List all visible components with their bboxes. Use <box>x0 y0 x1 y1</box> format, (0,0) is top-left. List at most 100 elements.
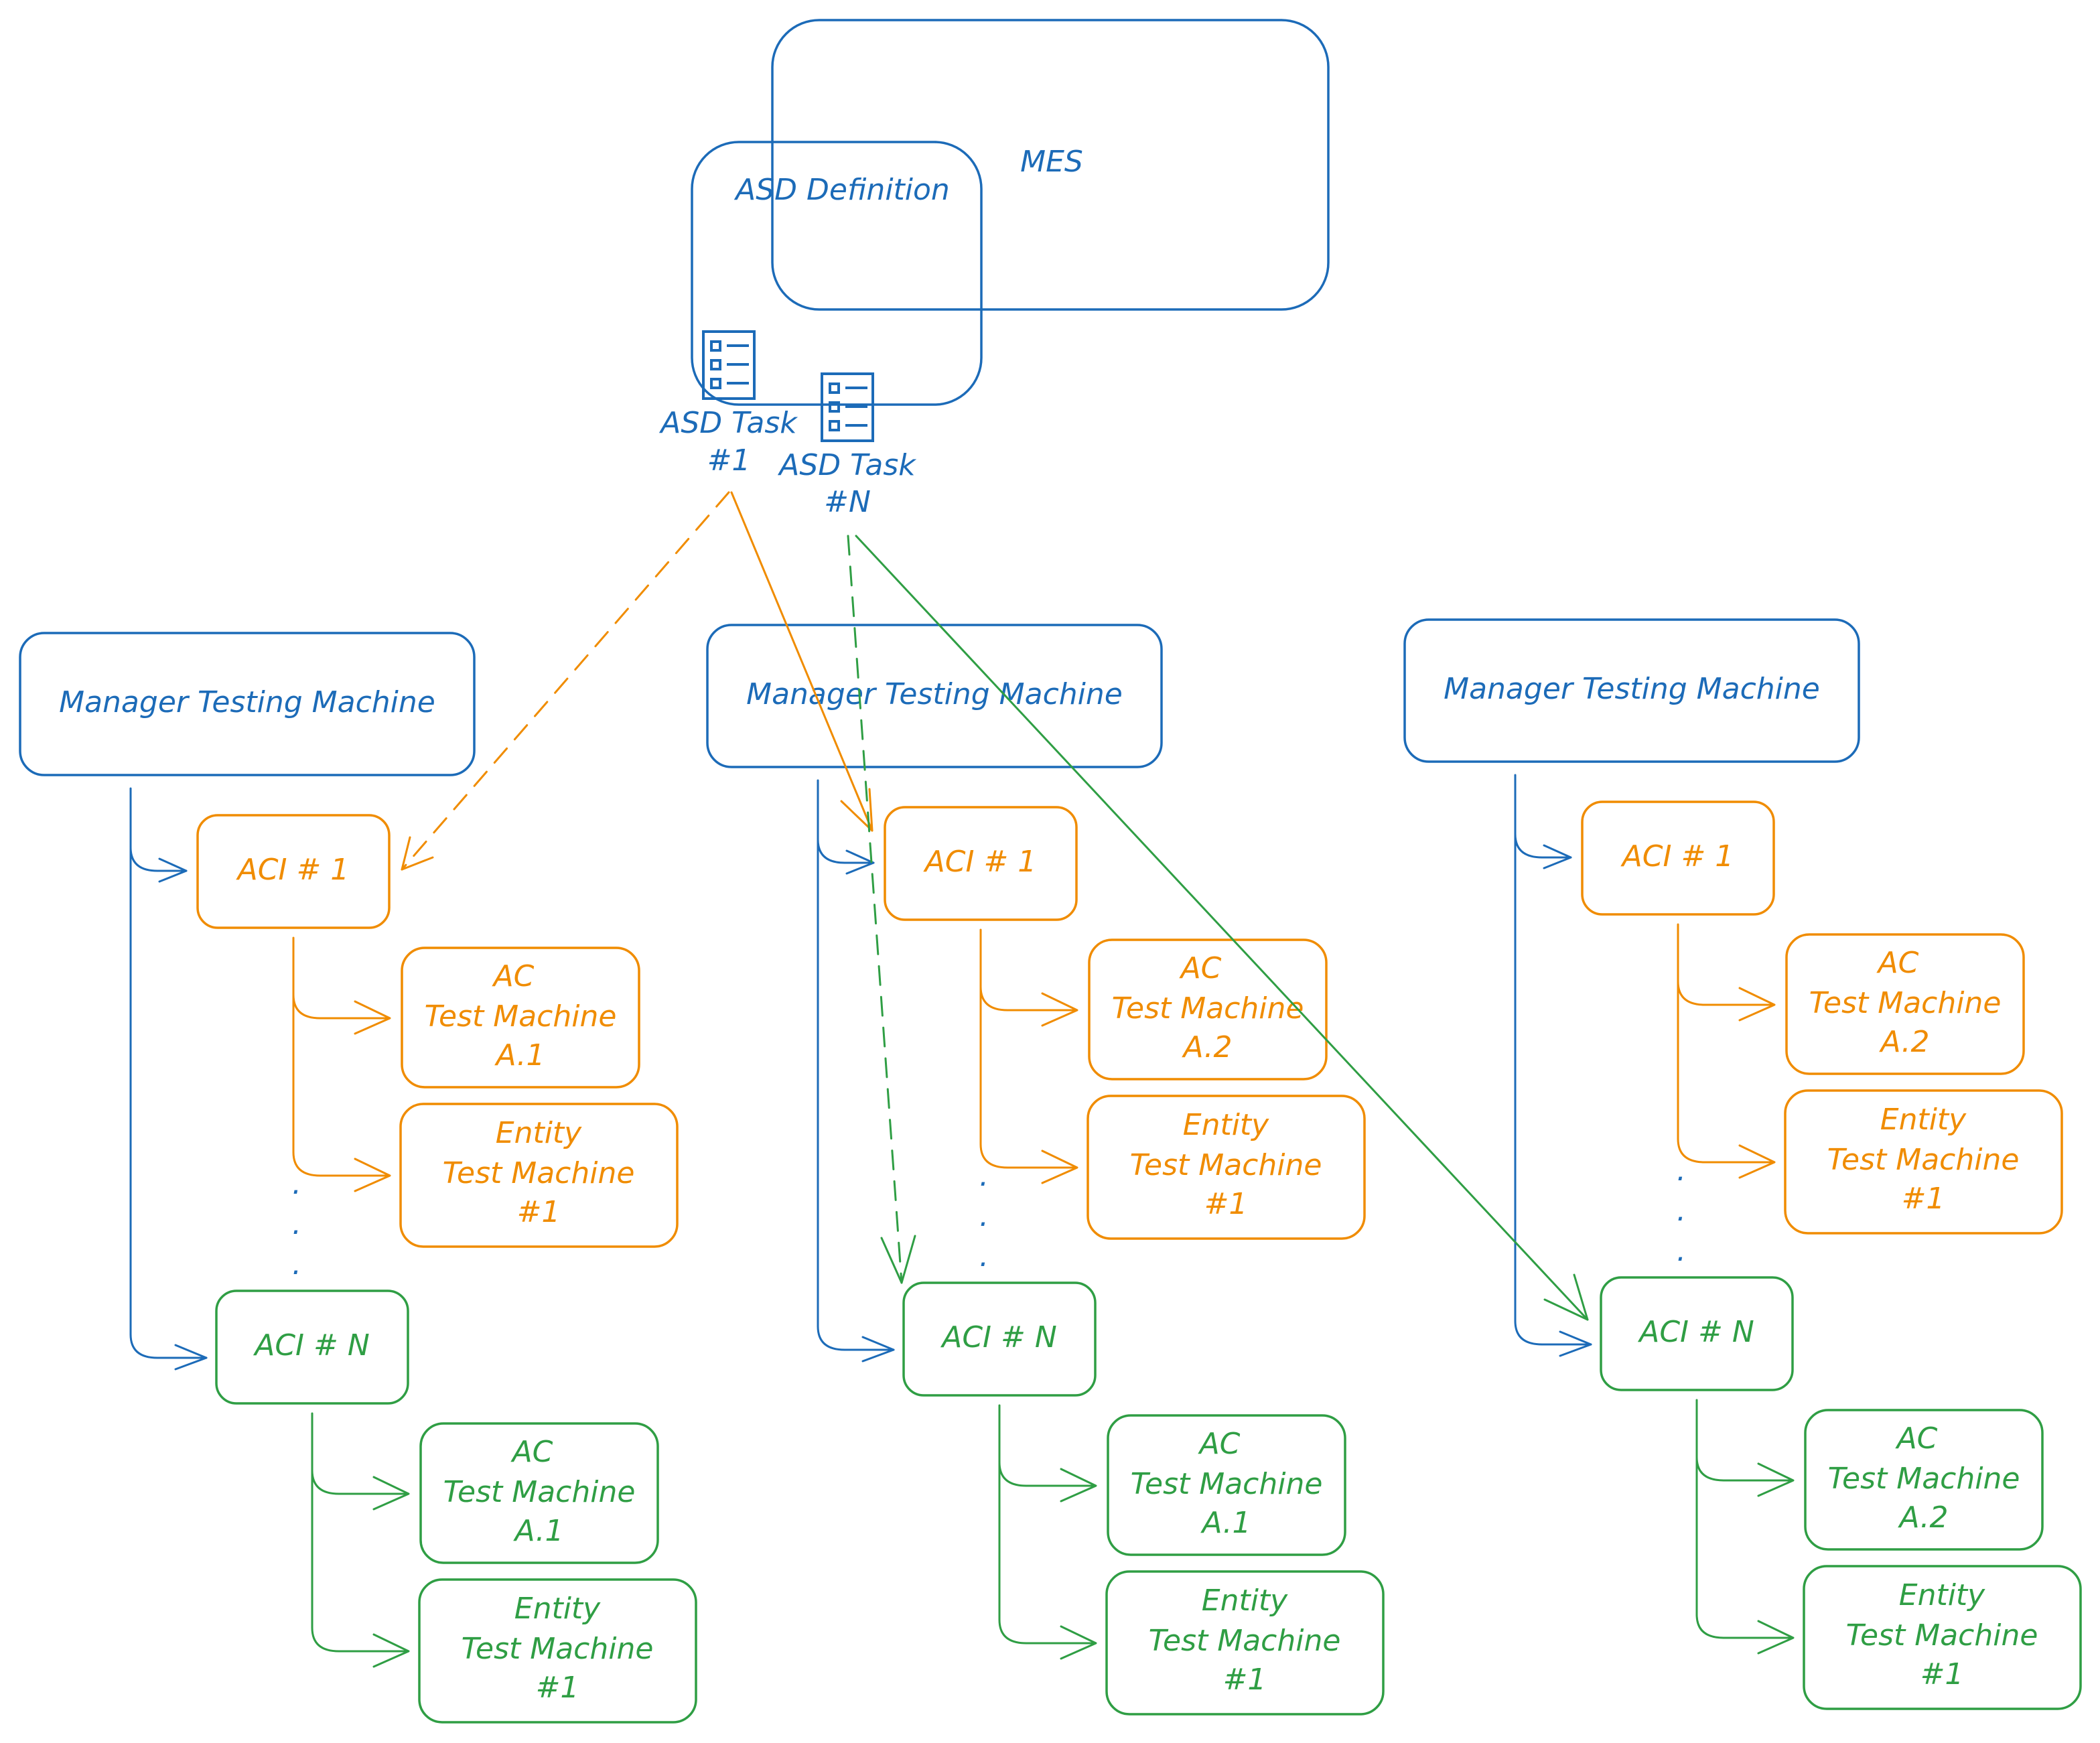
arrow-head <box>1041 1149 1078 1184</box>
entity-test-machine-box[interactable] <box>418 1578 697 1724</box>
aci-connector <box>292 936 390 1020</box>
ac-test-machine-box[interactable] <box>1088 938 1328 1080</box>
asd-task-n[interactable]: ASD Task #N <box>777 372 916 519</box>
arrow-head <box>354 1158 391 1192</box>
arrow-head <box>1559 1330 1592 1357</box>
aci-connector <box>292 993 390 1177</box>
manager-label: Manager Testing Machine <box>1444 672 1820 706</box>
ac-test-machine-line2: Test Machine <box>1809 986 2002 1020</box>
manager-label: Manager Testing Machine <box>59 685 435 719</box>
ellipsis-dot: . <box>292 1207 301 1241</box>
arrow-head <box>354 1000 391 1035</box>
entity-test-machine-line2: Test Machine <box>1130 1148 1322 1182</box>
aci-connector <box>1677 923 1774 1006</box>
ac-test-machine-line2: Test Machine <box>1112 991 1304 1026</box>
ac-test-machine-box[interactable] <box>1107 1414 1346 1556</box>
manager-connector <box>129 846 208 1359</box>
entity-test-machine-line1: Entity <box>496 1116 582 1150</box>
arrow-head <box>880 1235 916 1284</box>
ac-test-machine-box[interactable] <box>1804 1409 2044 1551</box>
checklist-icon <box>702 330 756 400</box>
ac-test-machine-line1: AC <box>510 1435 553 1469</box>
arrow-head <box>1060 1468 1097 1503</box>
entity-test-machine-box[interactable] <box>1087 1095 1366 1240</box>
manager-box[interactable] <box>706 624 1163 768</box>
aci-1-label: ACI # 1 <box>1620 839 1734 874</box>
asd-task-1-label-line2: #1 <box>707 443 751 478</box>
manager-box[interactable] <box>19 632 476 776</box>
aci-n-label: ACI # N <box>940 1320 1057 1354</box>
asd-definition-box[interactable] <box>691 141 983 406</box>
checklist-icon <box>821 372 874 442</box>
aci-1-label: ACI # 1 <box>236 853 350 887</box>
entity-test-machine-box[interactable] <box>1105 1570 1385 1716</box>
arrow-head <box>1757 1620 1795 1655</box>
arrow-head <box>1757 1462 1795 1497</box>
taskn-to-col2-acin-arrow <box>847 535 903 1284</box>
arrow-head <box>1041 992 1078 1027</box>
arrow-head <box>840 788 873 832</box>
task1-to-col1-aci1-arrow <box>401 491 730 871</box>
ac-test-machine-box[interactable] <box>419 1422 659 1564</box>
ac-test-machine-box[interactable] <box>401 947 640 1089</box>
aci-connector <box>979 928 1077 1012</box>
manager-column-3: Manager Testing Machine ACI # 1 AC Test … <box>1403 618 2082 1710</box>
ac-test-machine-box[interactable] <box>1785 933 2025 1075</box>
entity-test-machine-line2: Test Machine <box>1846 1618 2038 1653</box>
ellipsis-dot: . <box>292 1167 301 1201</box>
arrow-head <box>1543 1273 1589 1321</box>
arrow-head <box>861 1336 895 1363</box>
aci-n-box[interactable] <box>215 1289 409 1405</box>
arrow-head <box>174 1344 208 1371</box>
manager-label: Manager Testing Machine <box>746 677 1123 711</box>
ac-test-machine-line2: Test Machine <box>1131 1467 1323 1501</box>
entity-test-machine-box[interactable] <box>1803 1565 2082 1710</box>
ac-test-machine-line3: A.2 <box>1879 1025 1930 1059</box>
aci-connector <box>311 1412 409 1495</box>
entity-test-machine-line1: Entity <box>514 1592 601 1626</box>
arrow-head <box>372 1476 410 1511</box>
ellipsis-dot: . <box>979 1159 989 1193</box>
aci-1-box[interactable] <box>196 814 391 929</box>
asd-definition-label: ASD Definition <box>733 173 950 207</box>
entity-test-machine-line1: Entity <box>1202 1584 1288 1618</box>
aci-connector <box>1695 1456 1793 1639</box>
manager-column-1: Manager Testing Machine ACI # 1 AC Test … <box>19 632 697 1724</box>
entity-test-machine-box[interactable] <box>1784 1089 2063 1235</box>
mes-box[interactable] <box>771 19 1330 311</box>
ellipsis-dot: . <box>292 1247 301 1281</box>
ac-test-machine-line1: AC <box>1198 1427 1241 1461</box>
arrow-head <box>1060 1625 1097 1660</box>
arrow-head <box>158 857 188 883</box>
manager-connector <box>817 838 895 1351</box>
manager-box[interactable] <box>1403 618 1860 763</box>
entity-test-machine-line3: #1 <box>1920 1657 1964 1691</box>
manager-connector <box>1514 833 1592 1346</box>
asd-task-n-label-line1: ASD Task <box>777 448 916 482</box>
manager-column-2: Manager Testing Machine ACI # 1 AC Test … <box>706 624 1385 1716</box>
aci-1-box[interactable] <box>1581 800 1775 916</box>
ac-test-machine-line1: AC <box>1179 951 1222 985</box>
entity-test-machine-line2: Test Machine <box>462 1632 654 1666</box>
taskn-to-col3-acin-arrow <box>855 535 1589 1321</box>
asd-task-n-label-line2: #N <box>824 485 871 519</box>
ellipsis-dot: . <box>979 1199 989 1233</box>
asd-task-1[interactable]: ASD Task #1 <box>658 330 798 478</box>
ac-test-machine-line3: A.2 <box>1898 1501 1949 1535</box>
entity-test-machine-line3: #1 <box>536 1671 579 1705</box>
ac-test-machine-line1: AC <box>1895 1421 1938 1456</box>
ac-test-machine-line3: A.1 <box>494 1038 545 1072</box>
aci-n-box[interactable] <box>902 1281 1097 1397</box>
ac-test-machine-line2: Test Machine <box>425 999 617 1034</box>
aci-connector <box>1677 980 1774 1164</box>
entity-test-machine-line3: #1 <box>517 1195 561 1229</box>
arrow-head <box>1543 844 1572 869</box>
ellipsis-dot: . <box>1677 1154 1686 1188</box>
manager-connector <box>1514 774 1572 859</box>
aci-connector <box>1695 1399 1793 1482</box>
entity-test-machine-box[interactable] <box>399 1103 679 1248</box>
aci-n-box[interactable] <box>1600 1276 1794 1391</box>
aci-1-box[interactable] <box>884 806 1078 921</box>
ac-test-machine-line3: A.1 <box>1200 1506 1251 1540</box>
